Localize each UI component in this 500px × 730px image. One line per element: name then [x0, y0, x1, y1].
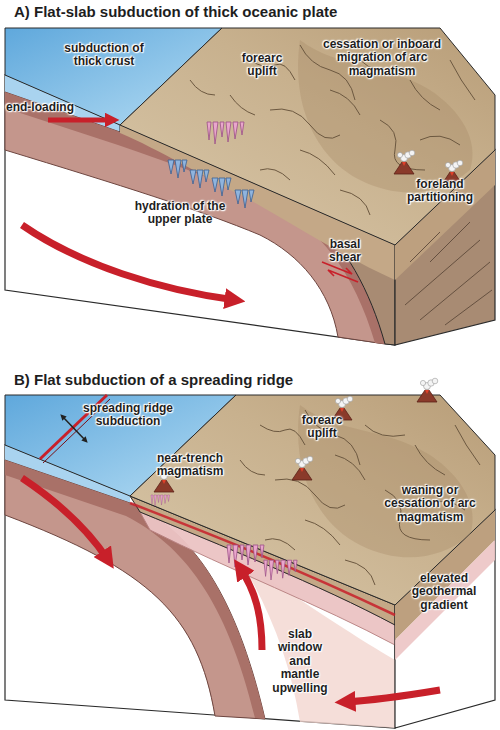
panel-b-block: [292, 456, 313, 480]
panel-b-block: [275, 479, 345, 508]
panel-a-block: [394, 150, 415, 174]
callout-label: end-loading: [6, 101, 96, 114]
callout-label: forearc uplift: [231, 52, 293, 79]
panel-a-block: [340, 190, 370, 215]
land-surface: [120, 28, 495, 245]
end-loading-arrow: [48, 118, 112, 123]
callout-label: elevated geothermal gradient: [403, 572, 485, 612]
panel-b-block: [264, 560, 297, 580]
panel-a-block: [420, 136, 460, 145]
spreading-direction-arrow: [62, 416, 86, 441]
arc-magma-bodies: [207, 122, 244, 144]
mantle-flow-arrow: [22, 478, 108, 560]
callout-label: near-trench magmatism: [146, 452, 234, 479]
callout-label: hydration of the upper plate: [124, 200, 236, 227]
panel-a-block: [235, 190, 254, 208]
callout-label: basal shear: [320, 238, 370, 265]
panel-a-block: [420, 262, 490, 320]
panel-a-block: [445, 290, 492, 325]
panel-a-block: [410, 80, 440, 110]
panel-b-block: [265, 539, 295, 550]
panel-a-block: [328, 270, 358, 282]
callout-label: slab window and mantle upwelling: [269, 628, 331, 695]
panel-b-block: [455, 425, 480, 465]
panel-b-block: [240, 460, 265, 475]
panel-title: A) Flat-slab subduction of thick oceanic…: [14, 4, 494, 21]
upwelling-arrow: [240, 568, 262, 650]
panel-a-block: [212, 178, 231, 196]
panel-a-block: [450, 60, 475, 100]
basal-shear-arrows: [322, 262, 358, 282]
callout-label: forearc uplift: [291, 414, 353, 441]
callout-label: spreading ridge subduction: [74, 402, 182, 429]
panel-a-block: [405, 240, 480, 305]
callout-label: cessation or inboard migration of arc ma…: [318, 38, 446, 78]
panel-b-block: [415, 445, 445, 475]
foreland-faults: [405, 222, 492, 325]
panel-b-block: [417, 378, 438, 402]
panel-b-block: [305, 520, 340, 545]
panel-a-block: [430, 222, 470, 262]
panel-b-block: [365, 425, 405, 436]
callout-label: foreland partitioning: [397, 178, 483, 205]
panel-title: B) Flat subduction of a spreading ridge: [14, 372, 494, 389]
panel-b-block: [151, 495, 170, 506]
panel-b-block: [335, 455, 365, 480]
panel-a-block: [190, 170, 209, 188]
panel-a-block: [410, 232, 440, 262]
callout-label: subduction of thick crust: [54, 42, 154, 69]
panel-a-block: [190, 80, 215, 95]
panel-b-block: [5, 378, 495, 728]
panel-a-block: [5, 28, 495, 345]
panel-a-block: [230, 95, 255, 115]
panel-b-block: [227, 545, 264, 567]
panel-a-block: [270, 109, 340, 138]
callout-label: waning or cessation of arc magmatism: [376, 484, 484, 524]
panel-a-block: [168, 160, 187, 178]
near-trench-magma: [151, 495, 297, 580]
mantle-return-arrow: [345, 690, 440, 702]
mantle-flow-arrow: [22, 225, 235, 300]
panel-b-block: [345, 560, 375, 585]
panel-a-block: [260, 169, 290, 180]
panel-a-block: [300, 150, 335, 175]
panel-b-block: [260, 425, 305, 445]
panel-a-block: [330, 90, 360, 115]
subducted-ridge: [130, 503, 395, 615]
